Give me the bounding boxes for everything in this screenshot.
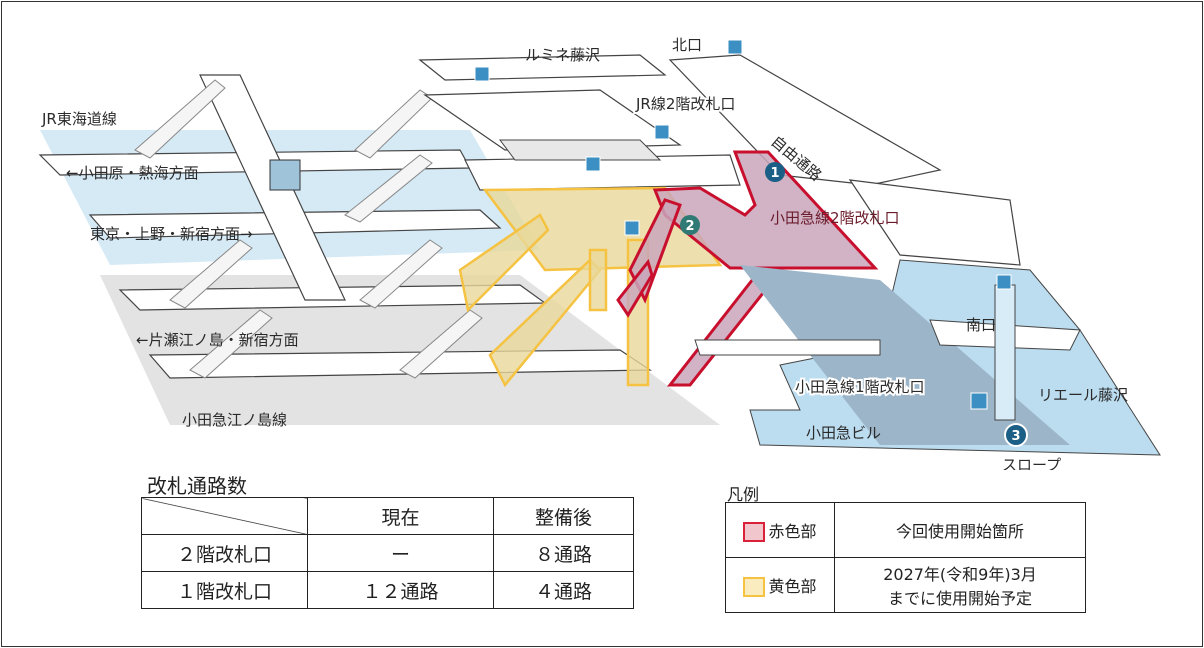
table-cell: １階改札口 [141,571,308,609]
gate-count-table: 現在 整備後 ２階改札口 ー ８通路 １階改札口 １２通路 ４通路 [141,497,635,609]
jr-2f-gate-area [499,139,662,161]
table-cell: ー [307,534,494,572]
marker-1: 1 [765,162,785,182]
label-jr-tokaido: JR東海道線 [41,110,117,128]
legend-desc: 今回使用開始箇所 [834,502,1086,558]
concourse [418,54,1021,266]
table-corner-cell [141,497,308,535]
label-odakyu-enoshima: 小田急江ノ島線 [182,411,287,429]
label-to-katase: ←片瀬江ノ島・新宿方面 [136,331,299,349]
count-table-title: 改札通路数 [147,474,247,498]
svg-text:2: 2 [685,219,694,234]
label-odakyu-bldg: 小田急ビル [806,424,881,442]
legend: 赤色部 今回使用開始箇所 黄色部 2027年(令和9年)3月までに使用開始予定 [725,502,1086,613]
table-row: ２階改札口 ー ８通路 [141,534,635,572]
elevator-shaft [994,284,1016,421]
label-south-exit: 南口 [966,316,996,334]
legend-desc: 2027年(令和9年)3月までに使用開始予定 [834,557,1086,613]
odakyu-1f-platform-edge [694,339,881,356]
label-odakyu-gate-2f: 小田急線2階改札口 [770,209,900,227]
table-cell: １２通路 [307,571,494,609]
legend-desc-line: までに使用開始予定 [887,589,1032,608]
table-row: １階改札口 １２通路 ４通路 [141,571,635,609]
table-header: 現在 [307,497,494,535]
station-diagram: 1 2 3 ルミネ藤沢 北口 JR線2階改札口 JR東海道線 ←小田原・熱海方面… [38,36,1161,470]
legend-desc-line: 2027年(令和9年)3月 [883,565,1037,584]
label-lumine: ルミネ藤沢 [525,46,600,64]
label-north-exit: 北口 [672,36,702,54]
svg-text:1: 1 [770,166,779,181]
label-slope: スロープ [1002,456,1061,470]
label-rieru: リエール藤沢 [1038,386,1128,404]
elevator-icon [474,39,1012,290]
label-jr-gate-2f: JR線2階改札口 [635,95,735,113]
table-header-row: 現在 整備後 [141,497,635,535]
yellow-swatch [743,577,766,598]
table-cell: ２階改札口 [141,534,308,572]
label-to-odawara: ←小田原・熱海方面 [66,164,199,182]
table-header: 整備後 [492,497,635,535]
table-cell: ４通路 [492,571,635,609]
legend-item-yellow: 黄色部 2027年(令和9年)3月までに使用開始予定 [725,557,1086,613]
table-cell: ８通路 [492,534,635,572]
legend-swatch-label: 赤色部 [768,521,817,541]
svg-text:3: 3 [1011,429,1020,444]
red-swatch [743,522,766,543]
legend-item-red: 赤色部 今回使用開始箇所 [725,502,1086,558]
red-area [616,150,879,387]
stairs [134,79,483,379]
label-to-tokyo: 東京・上野・新宿方面→ [90,225,253,243]
label-odakyu-gate-1f: 小田急線1階改札口 [795,378,925,396]
wheelchair-icon [970,392,988,410]
marker-3: 3 [1004,423,1028,447]
marker-2: 2 [680,215,700,235]
legend-swatch-label: 黄色部 [768,576,817,596]
jr-gate-2f-block [269,159,301,191]
legend-title: 凡例 [727,485,760,504]
